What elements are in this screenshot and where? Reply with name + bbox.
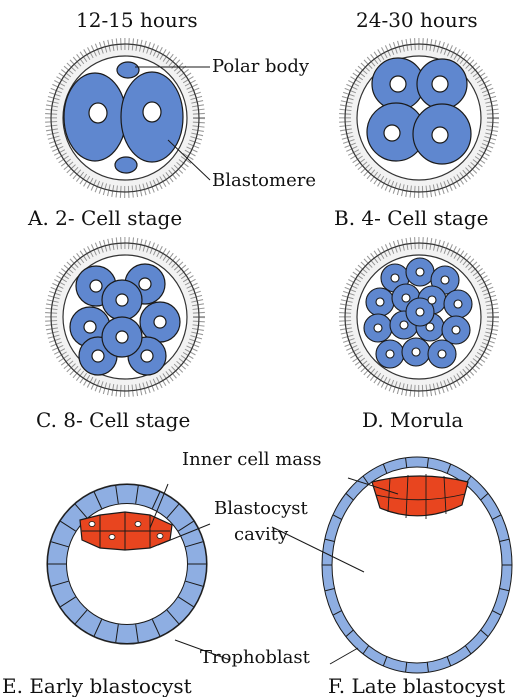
blastocyst-cavity-label-line2: cavity	[234, 526, 288, 544]
panel-e-caption: E. Early blastocyst	[2, 676, 192, 696]
inner-cell-mass-label: Inner cell mass	[182, 451, 322, 469]
blastocyst-cavity-label-line1: Blastocyst	[214, 500, 308, 518]
polar-body-label: Polar body	[212, 58, 309, 76]
time-label-left: 12-15 hours	[76, 10, 198, 30]
polar-body	[117, 62, 139, 78]
time-label-right: 24-30 hours	[356, 10, 478, 30]
panel-a-caption: A. 2- Cell stage	[28, 208, 182, 228]
inner-cell-mass-late	[372, 476, 468, 516]
blastomere-label: Blastomere	[212, 172, 316, 190]
panel-c-caption: C. 8- Cell stage	[36, 410, 190, 430]
early-blastocyst	[47, 484, 207, 644]
trophoblast-label: Trophoblast	[200, 649, 310, 667]
panel-d-caption: D. Morula	[362, 410, 463, 430]
panel-f-caption: F. Late blastocyst	[328, 676, 505, 696]
panel-b-caption: B. 4- Cell stage	[334, 208, 488, 228]
